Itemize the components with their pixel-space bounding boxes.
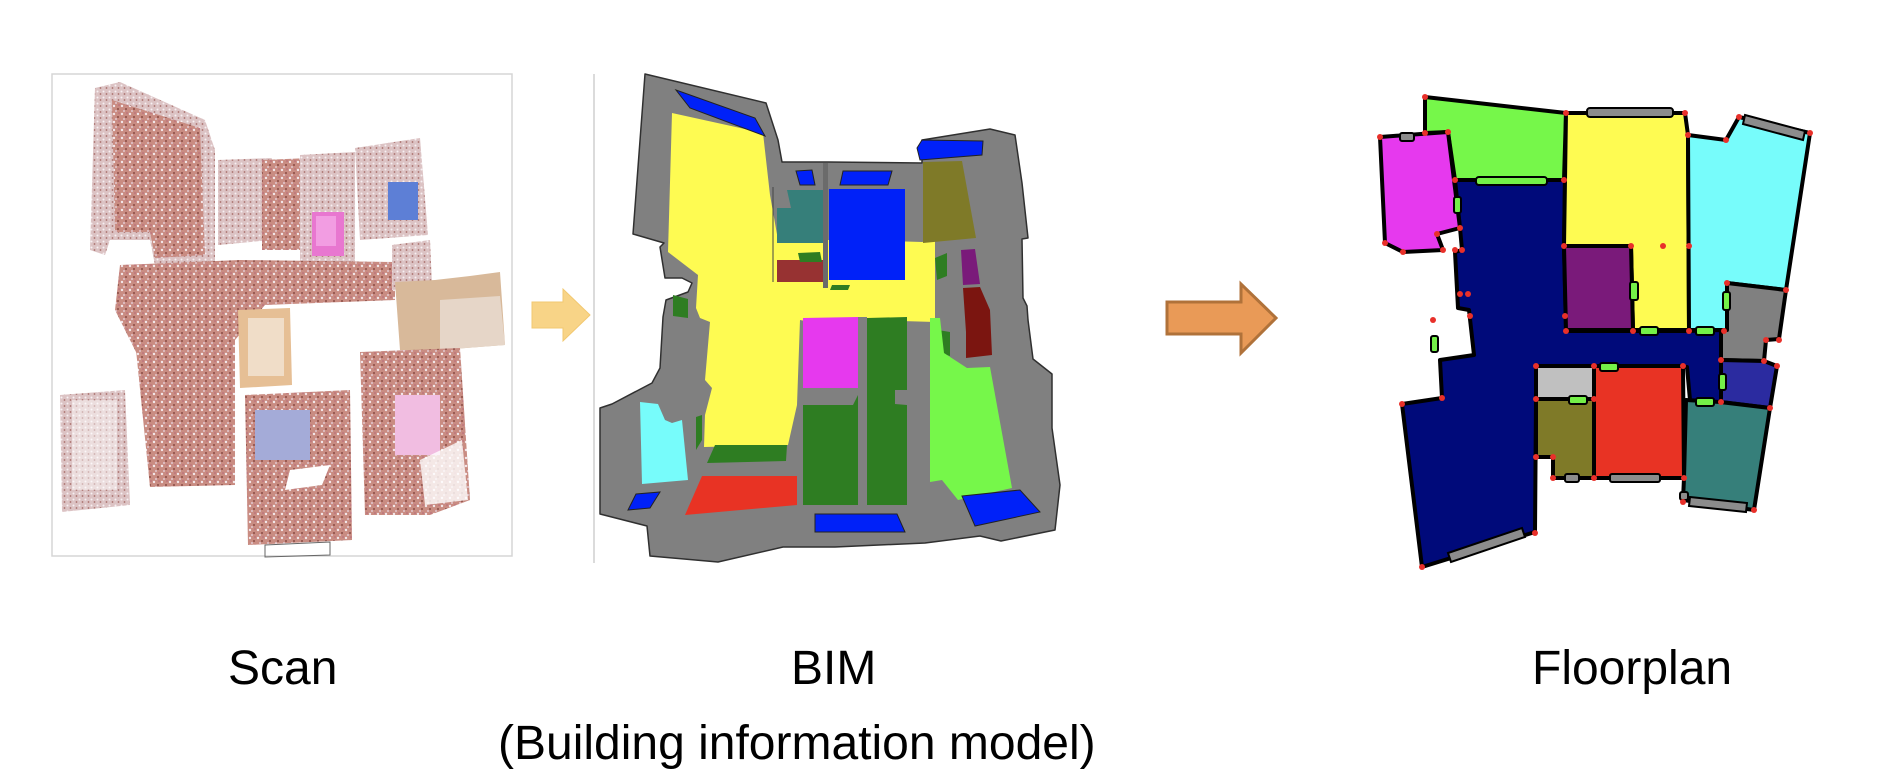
scan-label: Scan — [228, 642, 338, 695]
room-yellow — [1562, 111, 1691, 332]
room-red — [1592, 364, 1686, 480]
room-lightgray — [1534, 364, 1596, 401]
room-teal — [1681, 398, 1772, 512]
bim-sublabel: (Building information model) — [498, 717, 1096, 770]
room-magenta — [1378, 130, 1462, 254]
bim-label: BIM — [791, 642, 877, 695]
room-cyan — [1686, 115, 1812, 332]
room-purple — [1562, 244, 1635, 332]
room-olive — [1534, 397, 1596, 480]
floorplan-label: Floorplan — [1532, 642, 1733, 695]
room-corridor — [1400, 178, 1724, 569]
room-gray — [1719, 281, 1788, 363]
room-green — [1423, 95, 1568, 182]
room-blue — [1719, 358, 1779, 410]
